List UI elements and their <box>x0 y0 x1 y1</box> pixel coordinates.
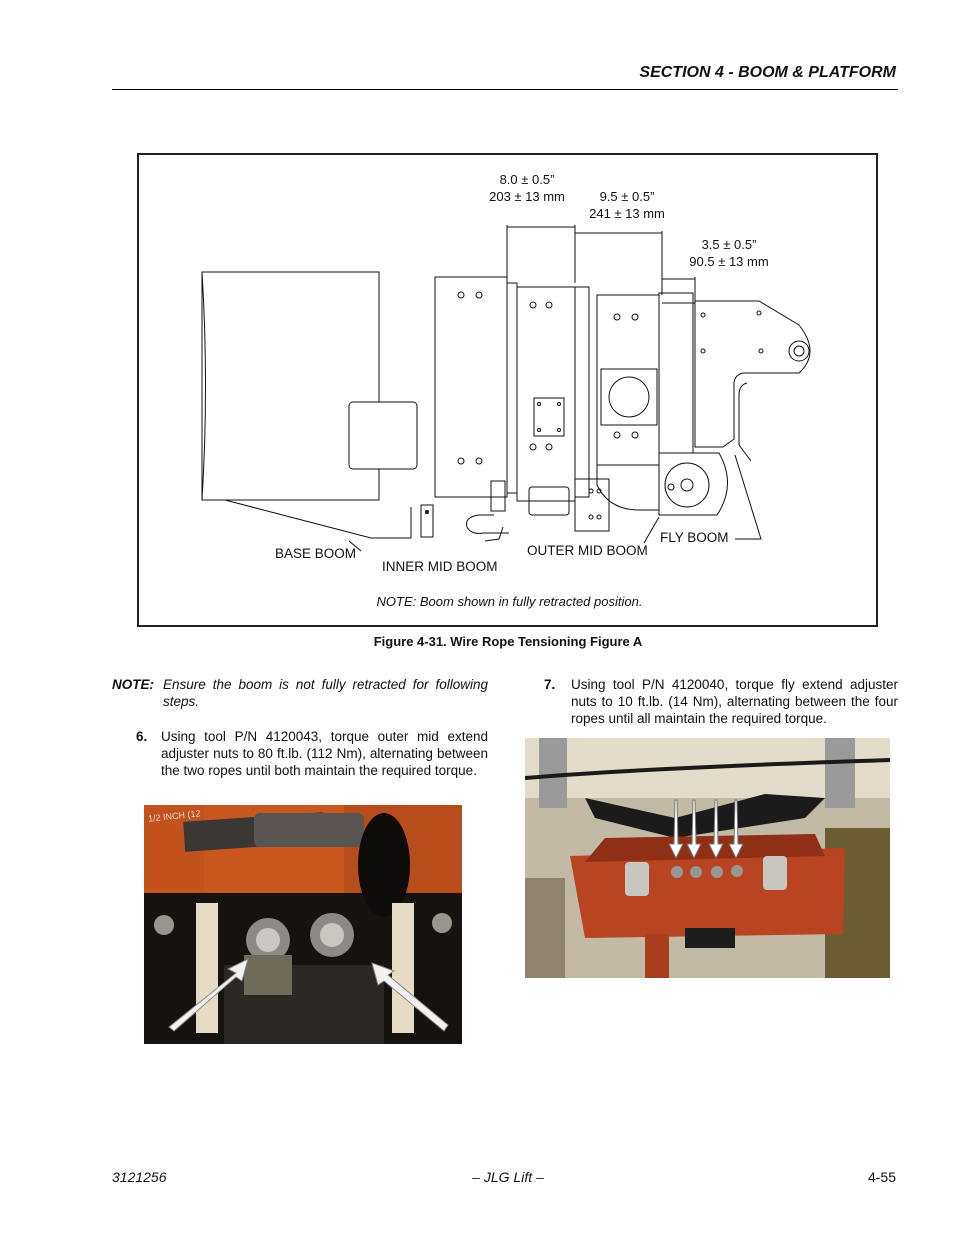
step-7-text: Using tool P/N 4120040, torque fly exten… <box>571 677 898 726</box>
header-rule <box>112 89 898 90</box>
step-6-text: Using tool P/N 4120043, torque outer mid… <box>161 729 488 778</box>
dimension-b-in: 9.5 ± 0.5” <box>599 189 655 204</box>
note-label: NOTE: <box>112 677 154 692</box>
dimension-c-mm: 90.5 ± 13 mm <box>689 254 769 269</box>
label-inner-mid-boom: INNER MID BOOM <box>382 559 498 574</box>
dimension-c-in: 3.5 ± 0.5” <box>701 237 757 252</box>
photo-outer-mid-adjusters: 1/2 INCH (12 <box>144 805 462 1044</box>
dimension-b-mm: 241 ± 13 mm <box>589 206 665 221</box>
figure-note: NOTE: Boom shown in fully retracted posi… <box>376 594 643 609</box>
label-fly-boom: FLY BOOM <box>660 530 729 545</box>
footer-page-number: 4-55 <box>867 1169 896 1185</box>
dimension-a-in: 8.0 ± 0.5” <box>499 172 555 187</box>
dimension-c: 3.5 ± 0.5” 90.5 ± 13 mm <box>679 236 779 270</box>
figure-frame: 8.0 ± 0.5” 203 ± 13 mm 9.5 ± 0.5” 241 ± … <box>137 153 878 627</box>
step-6-number: 6. <box>136 729 148 744</box>
dimension-a-mm: 203 ± 13 mm <box>489 189 565 204</box>
note-text: Ensure the boom is not fully retracted f… <box>163 677 488 709</box>
footer-center: – JLG Lift – <box>472 1169 544 1185</box>
label-base-boom: BASE BOOM <box>275 546 357 561</box>
step-7-number: 7. <box>544 677 556 692</box>
dimension-a: 8.0 ± 0.5” 203 ± 13 mm <box>477 171 577 205</box>
label-outer-mid-boom: OUTER MID BOOM <box>527 543 648 558</box>
boom-drawing <box>201 225 811 552</box>
dimension-b: 9.5 ± 0.5” 241 ± 13 mm <box>577 188 677 222</box>
photo-fly-adjusters <box>525 738 890 978</box>
footer-doc-number: 3121256 <box>112 1169 167 1185</box>
figure-caption: Figure 4-31. Wire Rope Tensioning Figure… <box>373 634 643 649</box>
section-title: SECTION 4 - BOOM & PLATFORM <box>639 64 896 81</box>
